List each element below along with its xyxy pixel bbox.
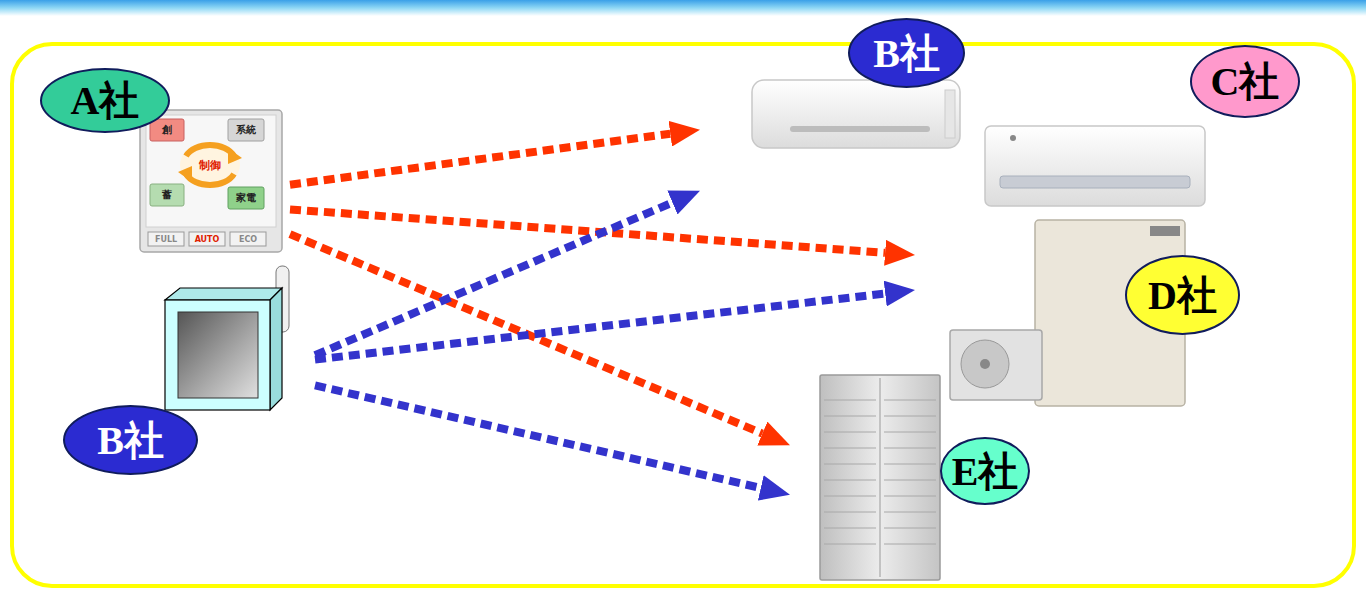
ac-logo: [1010, 135, 1016, 141]
company-name: B社: [97, 413, 164, 468]
company-badge: A社: [40, 68, 170, 133]
ac-side: [945, 90, 955, 138]
tv-screen: [178, 312, 258, 398]
panel-label: FULL: [155, 235, 177, 244]
cycle-arrow-head: [228, 148, 242, 164]
panel-label: AUTO: [195, 235, 220, 244]
cycle-arrow-head: [178, 166, 192, 182]
company-node: B社: [700, 15, 970, 200]
company-name: B社: [873, 26, 940, 81]
frame: [12, 44, 1354, 586]
top-band: [0, 0, 1366, 16]
company-node: B社: [55, 265, 315, 480]
tv-top: [165, 288, 282, 300]
company-node: A社: [35, 65, 290, 255]
company-name: D社: [1148, 268, 1217, 323]
button: [148, 232, 184, 246]
fan: [961, 340, 1009, 388]
company-badge: B社: [848, 18, 965, 88]
company-name: C社: [1211, 54, 1280, 109]
panel-label: 家電: [236, 191, 256, 205]
panel-label: 創: [162, 123, 172, 137]
button: [189, 232, 225, 246]
company-badge: C社: [1190, 45, 1300, 118]
company-badge: D社: [1125, 255, 1240, 335]
center-disc: [180, 143, 240, 187]
panel-label: ECO: [239, 235, 257, 244]
company-badge: E社: [940, 437, 1030, 505]
panel-label: 系統: [236, 123, 256, 137]
dashed-arrow: [315, 294, 885, 360]
cabinet-divider: [880, 378, 881, 577]
louver: [790, 126, 930, 132]
company-node: C社: [980, 35, 1305, 210]
button: [230, 232, 266, 246]
tile: [150, 119, 184, 141]
dashed-arrow: [290, 234, 762, 433]
controller-panel: [140, 110, 282, 252]
company-node: D社: [915, 215, 1245, 410]
company-badge: B社: [63, 405, 198, 475]
tile: [228, 119, 264, 141]
controller-screen: [146, 115, 276, 227]
dashed-arrow: [290, 134, 670, 185]
cabinet-slats: [824, 400, 936, 544]
dashed-arrow: [315, 385, 761, 488]
tile: [228, 187, 264, 209]
louver: [1000, 176, 1190, 188]
dashed-arrow: [315, 203, 672, 356]
tank-badge: [1150, 226, 1180, 236]
air-conditioner: [752, 80, 960, 148]
tv-body: [165, 300, 270, 410]
company-node: E社: [790, 370, 1040, 585]
panel-label: 制御: [199, 158, 221, 173]
company-name: E社: [952, 444, 1019, 499]
company-name: A社: [71, 73, 140, 128]
cycle-arrow: [186, 145, 234, 156]
tv-side: [270, 288, 282, 410]
battery-cabinet: [820, 375, 940, 580]
tile: [150, 184, 184, 206]
outdoor-unit: [950, 330, 1042, 400]
air-conditioner: [985, 126, 1205, 206]
dashed-arrow: [290, 209, 885, 252]
fan-hub: [980, 359, 990, 369]
panel-label: 蓄: [162, 188, 172, 202]
cycle-arrow: [186, 174, 234, 185]
